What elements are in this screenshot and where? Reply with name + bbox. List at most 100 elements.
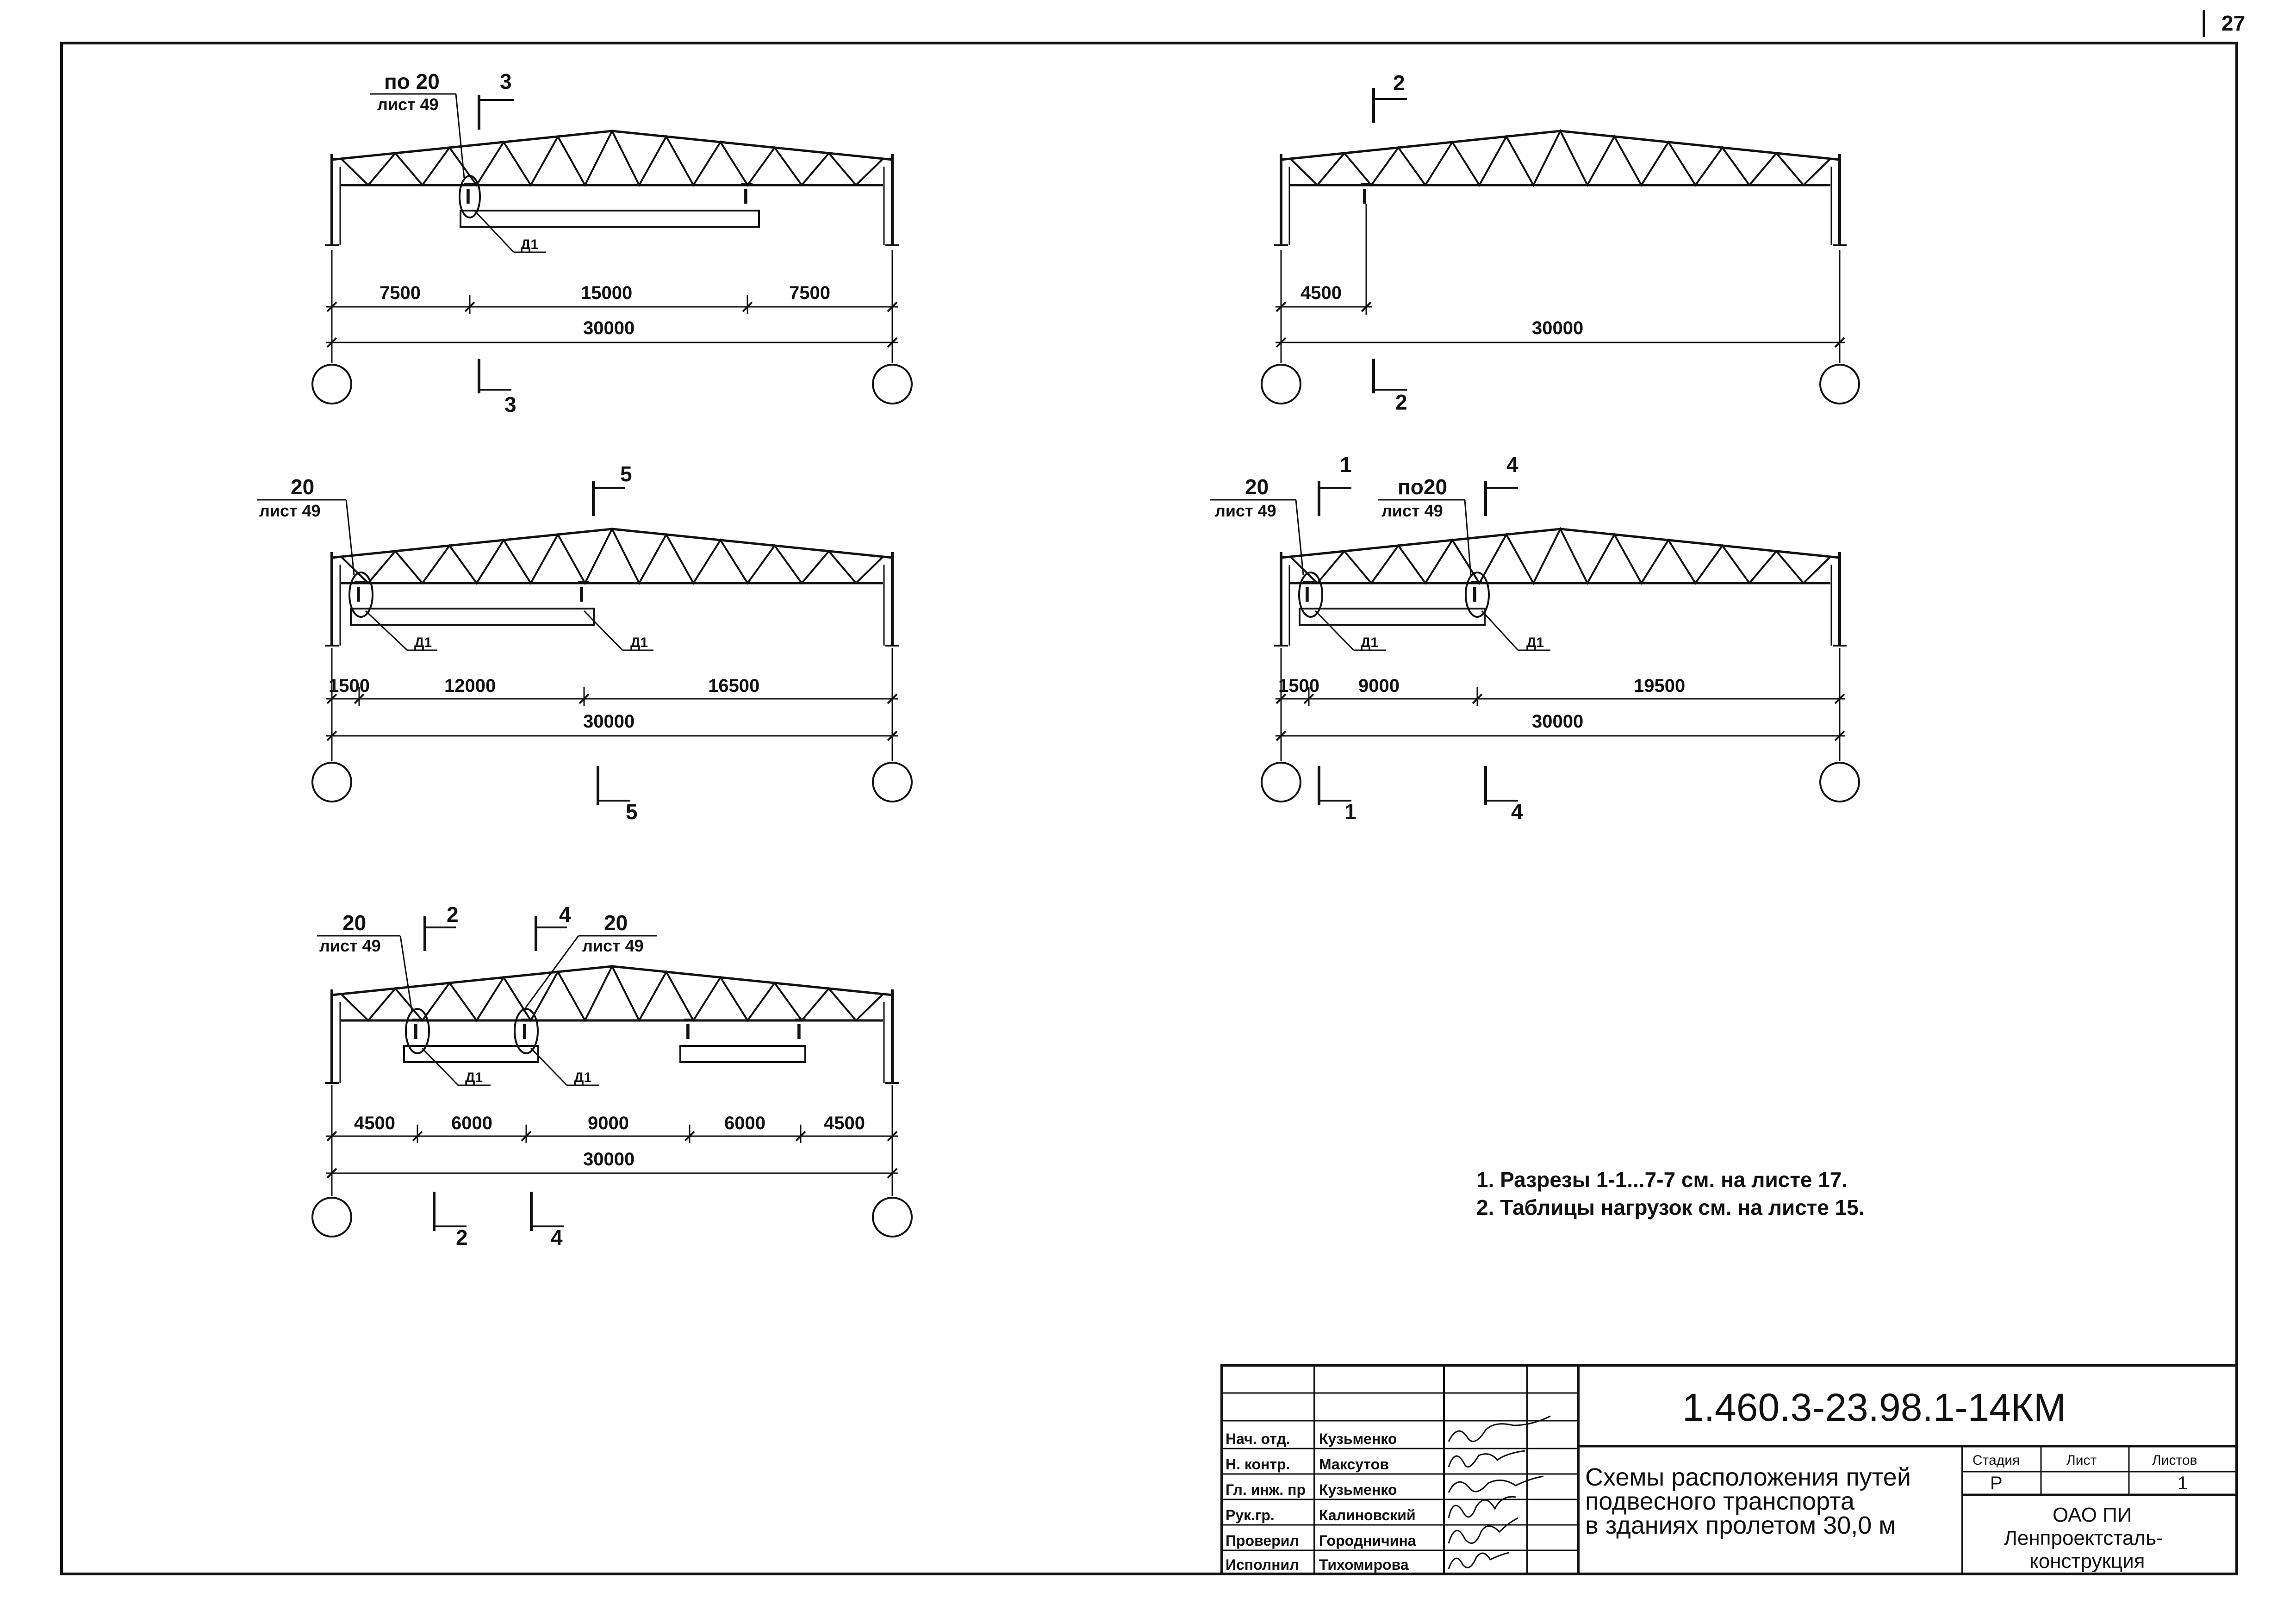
truss-top-chord — [331, 130, 893, 161]
drawing-title-line: в зданиях пролетом 30,0 м — [1585, 1511, 1896, 1539]
note-line: 2. Таблицы нагрузок см. на листе 15. — [1476, 1195, 1865, 1219]
truss — [325, 129, 899, 246]
dim-value: 1500 — [1278, 676, 1319, 696]
role: Гл. инж. пр — [1226, 1481, 1306, 1498]
name: Городничина — [1319, 1532, 1416, 1549]
dim-total-value: 30000 — [583, 1149, 635, 1169]
ref-sheet: лист 49 — [582, 936, 644, 955]
ref-count: 20 — [342, 911, 366, 935]
dim-value: 16500 — [708, 676, 759, 696]
ref-count: 20 — [291, 475, 314, 499]
ref-sheet: лист 49 — [1381, 501, 1443, 520]
ref-sheet: лист 49 — [377, 95, 439, 114]
ref-sheet: лист 49 — [1215, 501, 1276, 520]
hoist-beam — [403, 1045, 539, 1063]
organization-line: ОАО ПИ — [2053, 1504, 2132, 1526]
hoist-mark: I — [1304, 582, 1310, 606]
beam-leader — [583, 610, 623, 651]
document-code: 1.460.3-23.98.1-14КМ — [1682, 1386, 2066, 1429]
beam-leader — [473, 210, 515, 253]
signature — [1448, 1552, 1509, 1569]
name: Кузьменко — [1319, 1430, 1397, 1447]
detail-callout — [1298, 572, 1323, 618]
stage-value: Р — [1990, 1473, 2003, 1493]
dim-value: 15000 — [581, 283, 632, 303]
section-number: 3 — [504, 392, 516, 417]
truss-top-chord — [1281, 130, 1840, 161]
detail-callout — [348, 572, 373, 618]
truss-top-chord — [1281, 528, 1840, 559]
page-number: 27 — [2221, 11, 2245, 35]
section-number: 4 — [1506, 453, 1518, 477]
sheets-value: 1 — [2178, 1473, 2188, 1493]
dim-chain — [326, 687, 898, 706]
dim-value: 4500 — [354, 1113, 395, 1133]
ref-count: 20 — [1245, 475, 1269, 499]
grid-axis-bubble — [872, 364, 913, 404]
ref-count: по 20 — [384, 69, 440, 93]
beam-leader — [421, 1047, 459, 1086]
ref-sheet: лист 49 — [259, 501, 321, 520]
scheme-3: I I 20 лист 49 5 Д1 Д1 1500 12000 16500 … — [257, 462, 913, 824]
dim-value: 6000 — [451, 1113, 492, 1133]
truss — [325, 527, 899, 647]
grid-axis-bubble — [1819, 762, 1860, 802]
hoist-beam — [1299, 608, 1486, 626]
detail-callout — [1465, 572, 1490, 618]
stage-header: Стадия — [1972, 1453, 2020, 1468]
detail-callout — [405, 1008, 430, 1054]
beam-mark: Д1 — [630, 635, 648, 650]
name: Максутов — [1319, 1456, 1389, 1473]
dim-total-value: 30000 — [583, 318, 635, 338]
dim-value: 12000 — [444, 676, 496, 696]
truss — [325, 964, 899, 1084]
section-number: 2 — [1393, 71, 1405, 95]
organization-line: конструкция — [2029, 1550, 2145, 1573]
grid-axis-bubble — [311, 364, 352, 404]
grid-axis-bubble — [1261, 762, 1301, 802]
section-number: 1 — [1340, 453, 1352, 477]
signature — [1448, 1475, 1544, 1493]
hoist-beam — [679, 1045, 806, 1063]
detail-callout — [514, 1008, 539, 1054]
section-number: 5 — [626, 800, 638, 824]
sheet-header: Лист — [2066, 1453, 2097, 1468]
beam-mark: Д1 — [574, 1070, 591, 1085]
role: Проверил — [1226, 1532, 1299, 1549]
signature — [1448, 1450, 1525, 1468]
truss — [1274, 527, 1847, 647]
hoist-mark: I — [685, 1020, 691, 1044]
grid-axis-bubble — [311, 1197, 352, 1237]
dim-value: 4500 — [824, 1113, 865, 1133]
section-number: 5 — [620, 462, 632, 486]
detail-callout — [459, 175, 481, 218]
section-number: 2 — [1395, 390, 1407, 414]
hoist-mark: I — [413, 1020, 419, 1044]
grid-axis-bubble — [311, 762, 352, 802]
beam-mark: Д1 — [1526, 635, 1544, 650]
hoist-mark: I — [465, 184, 471, 208]
dim-value: 19500 — [1634, 676, 1685, 696]
role: Рук.гр. — [1226, 1507, 1275, 1524]
ref-count: по20 — [1398, 475, 1447, 499]
hoist-mark: I — [1472, 582, 1478, 606]
section-number: 4 — [1511, 800, 1523, 824]
ref-leader — [345, 499, 355, 575]
grid-axis-bubble — [872, 1197, 913, 1237]
dim-value: 9000 — [588, 1113, 629, 1133]
truss-web — [340, 527, 884, 585]
section-number: 2 — [447, 902, 459, 927]
name: Калиновский — [1319, 1507, 1416, 1524]
grid-axis-bubble — [872, 762, 913, 802]
beam-mark: Д1 — [414, 635, 432, 650]
beam-mark: Д1 — [521, 237, 538, 252]
hoist-beam — [460, 210, 760, 228]
dim-value: 1500 — [329, 676, 370, 696]
truss-top-chord — [331, 965, 893, 996]
scheme-5: I I I I 20 лист 49 20 лист 49 2 4 Д1 Д1 … — [311, 902, 913, 1250]
notes: 1. Разрезы 1-1...7-7 см. на листе 17. 2.… — [1476, 1168, 1865, 1219]
ref-leader — [1295, 499, 1304, 575]
scheme-2: I 2 4500 30000 2 — [1261, 71, 1860, 414]
dim-total-value: 30000 — [1532, 711, 1583, 732]
dim-value: 7500 — [789, 283, 830, 303]
